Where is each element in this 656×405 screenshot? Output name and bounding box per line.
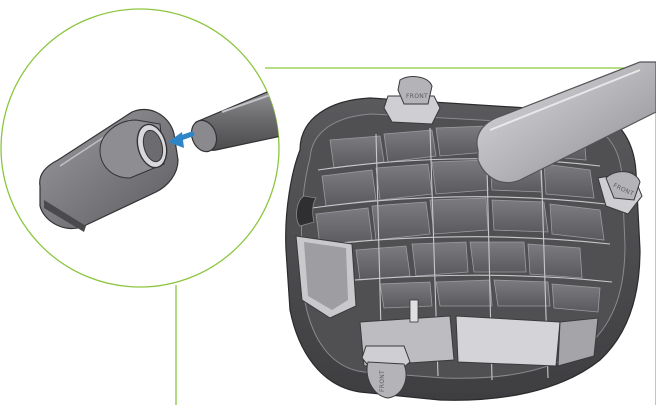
callout-detail (39, 83, 279, 232)
foot-right: FRONT (597, 171, 643, 215)
crevice-nozzle (39, 108, 179, 232)
grid-cells (315, 125, 605, 313)
front-reservoir (295, 235, 599, 367)
insert-arrow-icon (168, 131, 195, 148)
foot-bottom-label: FRONT (379, 370, 386, 392)
humidifier-base (285, 97, 641, 401)
foot-top-label: FRONT (406, 93, 428, 100)
side-slot (296, 195, 317, 227)
foot-bottom: FRONT (361, 345, 411, 399)
vacuum-wand (476, 61, 656, 184)
foot-top: FRONT (383, 76, 441, 125)
